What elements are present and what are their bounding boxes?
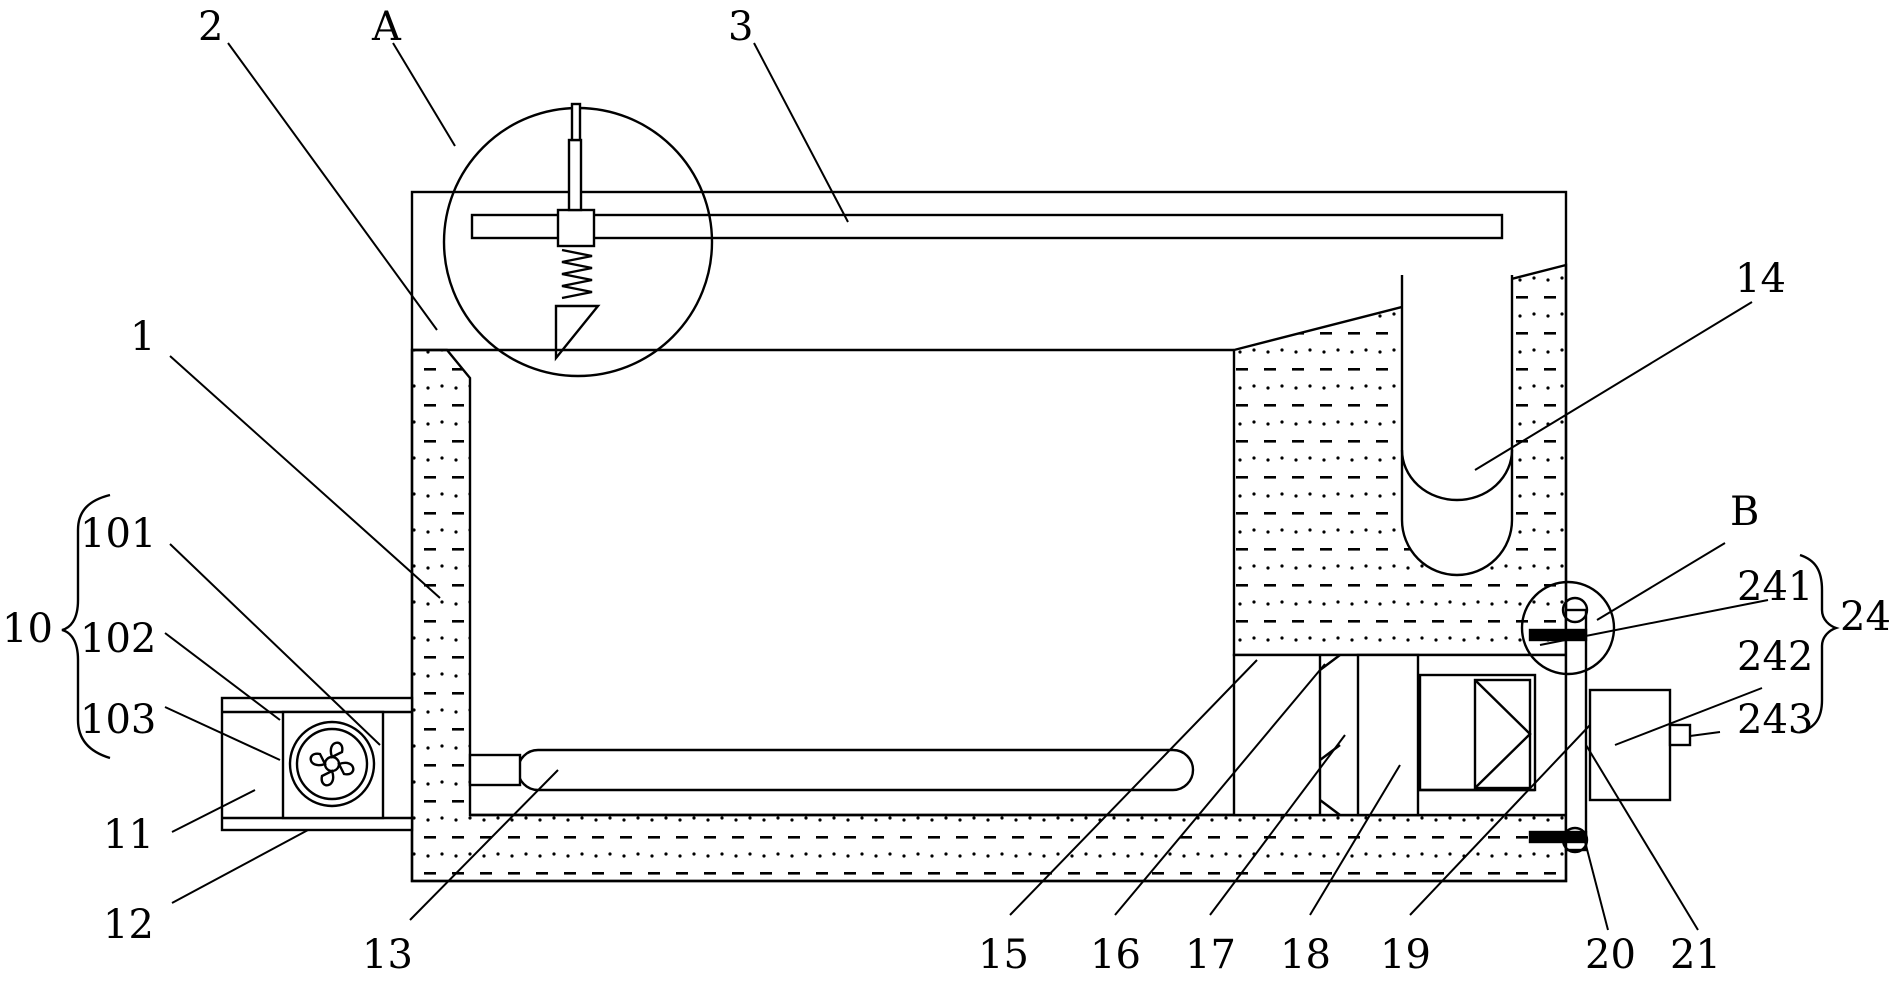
callout-20: 20 xyxy=(1585,932,1636,978)
callout-24: 24 xyxy=(1840,594,1890,640)
callout-19: 19 xyxy=(1380,932,1431,978)
tool-spring xyxy=(561,248,593,300)
brace-10 xyxy=(61,493,111,760)
motor-shaft xyxy=(1668,723,1692,747)
piston-cross xyxy=(1474,679,1532,789)
tank-right xyxy=(1232,263,1568,657)
block-18 xyxy=(1356,653,1420,817)
callout-12: 12 xyxy=(103,902,154,948)
callout-1: 1 xyxy=(130,314,155,360)
motor-box xyxy=(1588,688,1672,802)
tool-slider xyxy=(556,208,596,248)
leader-lines xyxy=(164,42,1769,931)
callout-a: A xyxy=(371,4,402,50)
callout-17: 17 xyxy=(1185,932,1236,978)
callout-15: 15 xyxy=(978,932,1029,978)
callout-103: 103 xyxy=(80,697,156,743)
callout-2: 2 xyxy=(198,4,223,50)
callout-11: 11 xyxy=(103,812,154,858)
callout-b: B xyxy=(1730,489,1759,535)
callout-102: 102 xyxy=(80,616,156,662)
guide-rail xyxy=(470,213,1504,240)
piston-inner xyxy=(1473,678,1532,790)
callout-243: 243 xyxy=(1737,697,1813,743)
callout-3: 3 xyxy=(728,4,753,50)
fan-ring xyxy=(288,720,376,808)
tool-blade xyxy=(554,304,601,362)
callout-13: 13 xyxy=(362,932,413,978)
tool-shaft xyxy=(567,138,583,212)
callout-242: 242 xyxy=(1737,634,1813,680)
callout-10: 10 xyxy=(2,606,53,652)
brace-24 xyxy=(1799,553,1840,734)
fan-blades xyxy=(309,741,355,787)
tool-tip xyxy=(570,102,582,142)
u-tube xyxy=(1400,275,1514,577)
callout-14: 14 xyxy=(1735,256,1786,302)
callout-241: 241 xyxy=(1737,564,1813,610)
small-circle-upper xyxy=(1561,596,1589,624)
callout-18: 18 xyxy=(1280,932,1331,978)
callout-101: 101 xyxy=(80,511,156,557)
detail-circle-b xyxy=(1520,580,1616,676)
u-tube-inner xyxy=(1400,449,1514,502)
callout-labels: A 2 3 1 14 B 241 24 242 243 10 101 102 1… xyxy=(2,4,1890,978)
heating-tube xyxy=(516,748,1195,792)
callout-21: 21 xyxy=(1670,932,1721,978)
heating-connector xyxy=(468,753,522,787)
spring-lower xyxy=(1528,830,1588,844)
callout-16: 16 xyxy=(1090,932,1141,978)
fan-ring-inner xyxy=(295,727,369,801)
side-plate xyxy=(1564,608,1588,852)
